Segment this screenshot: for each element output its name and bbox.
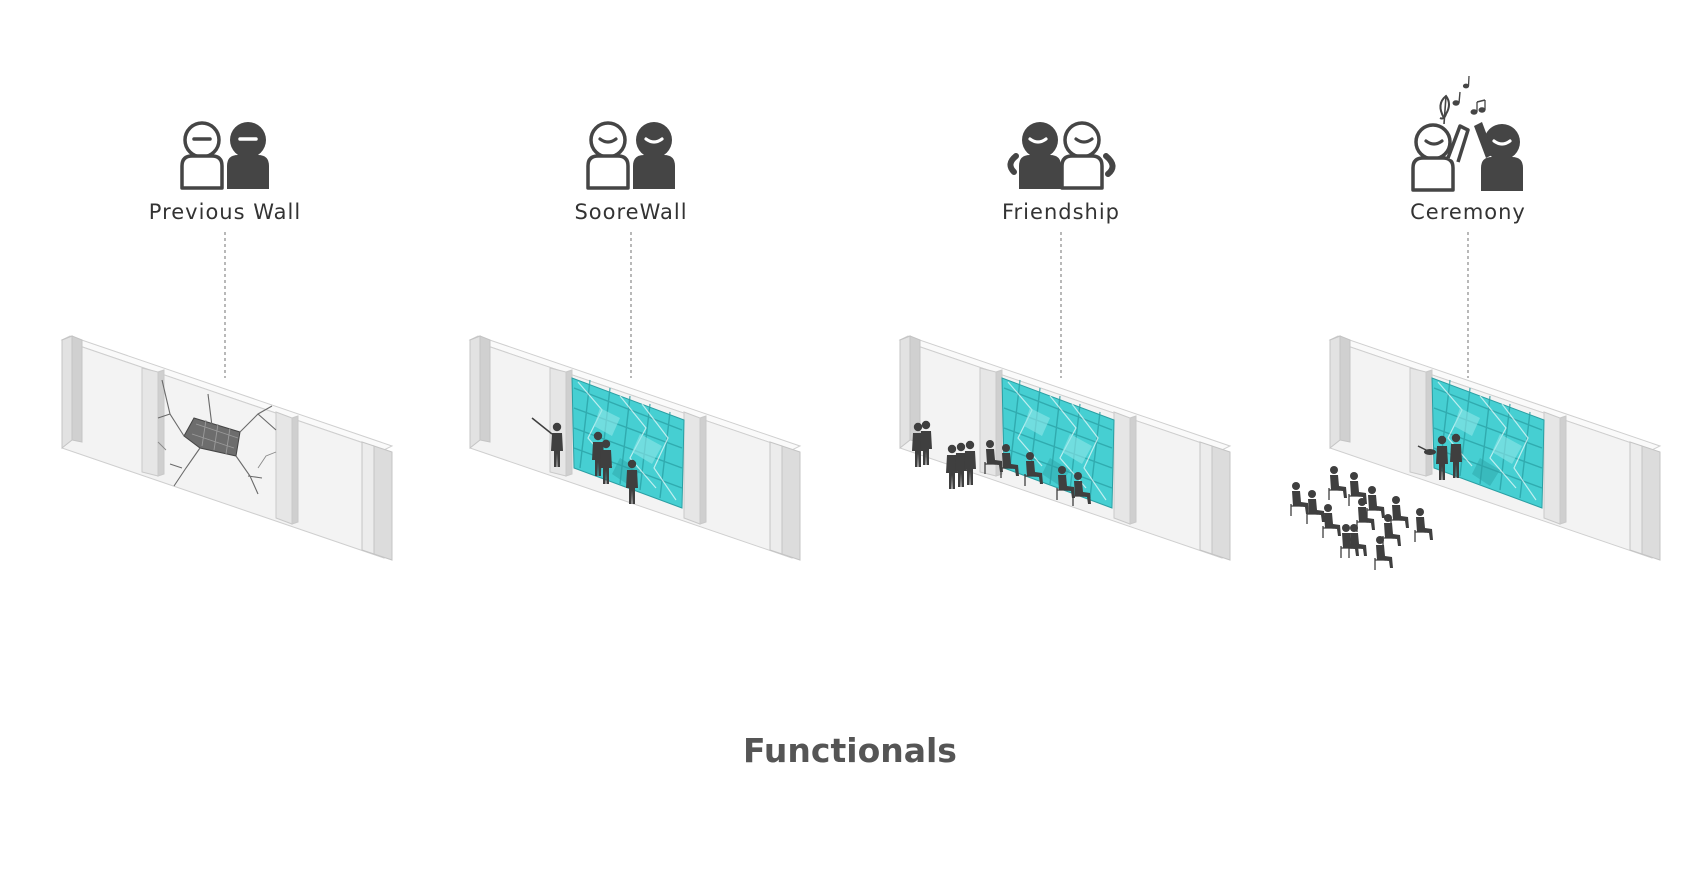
caption-friendship: Friendship [1002,200,1120,224]
caption-previous-wall: Previous Wall [148,200,302,224]
caption-ceremony: Ceremony [1410,200,1526,224]
caption-soorewall: SooreWall [574,200,688,224]
patterned-wall [469,335,801,561]
visitors-silhouettes [531,417,638,504]
panel-soorewall [469,121,801,561]
diagram-title: Functionals [743,731,957,770]
panel-previous-wall [61,121,393,561]
two-people-high-five-icon [1411,122,1523,192]
cracked-wall [61,335,393,561]
seated-audience-silhouettes [1290,465,1434,571]
music-notes-icon [1439,75,1486,125]
two-people-smiling-icon [586,121,675,190]
patterned-wall [1329,335,1661,561]
panel-ceremony [1290,75,1661,571]
two-people-neutral-icon [180,121,269,190]
two-friends-hugging-icon [1007,121,1116,190]
performers-silhouettes [1417,433,1462,480]
panel-friendship [899,121,1231,561]
